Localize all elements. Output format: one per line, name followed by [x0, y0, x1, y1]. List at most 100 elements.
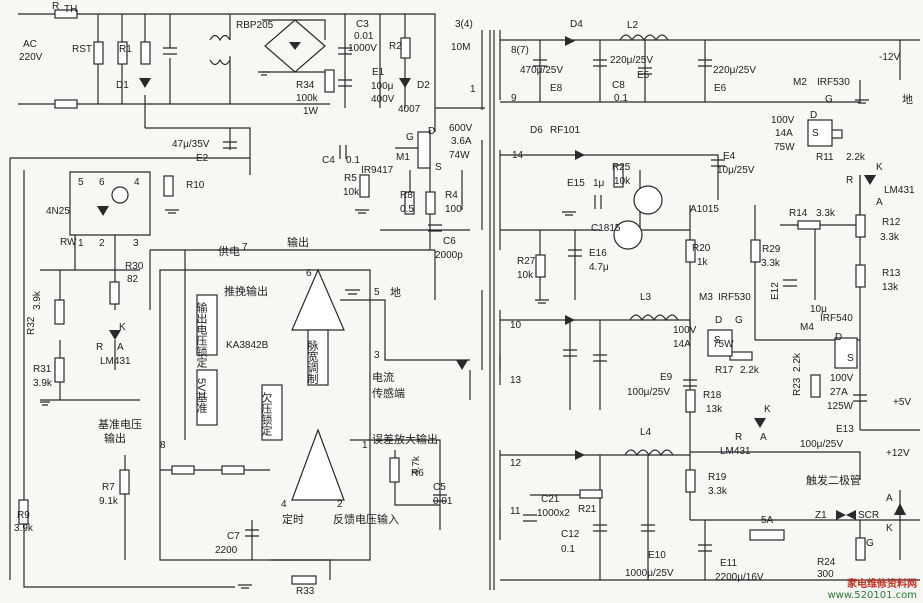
bridge-diode [289, 42, 301, 50]
diode-d4 [565, 36, 575, 46]
label-m4-d: D [835, 332, 842, 343]
label-c21: C21 [541, 494, 560, 505]
label-feedback: 反馈电压输入 [333, 512, 399, 526]
label-sense: 传感端 [372, 387, 405, 400]
label-r14-value: 3.3k [816, 208, 836, 219]
label-opto-4: 4 [134, 177, 140, 188]
label-r18-value: 13k [706, 404, 723, 415]
label-t11: 11 [510, 506, 521, 517]
watermark-url: www.520101.com [827, 590, 917, 601]
right-labels: 8(7) 9 14 10 13 12 11 D4 D6 RF101 L2 470… [510, 19, 915, 583]
label-c12: C12 [561, 529, 580, 540]
label-error-amp: 误差放大输出 [372, 432, 438, 446]
watermark-title: 家电维修资料网 [847, 579, 917, 590]
diode-d5 [565, 315, 575, 325]
label-r-m2: R [846, 175, 853, 186]
label-c7-value: 2200 [215, 545, 238, 556]
label-e8-value: 470μ/25V [520, 65, 563, 76]
resistor-r8 [404, 191, 415, 215]
resistor-r21 [579, 489, 603, 499]
label-t1: 1 [470, 84, 476, 95]
label-e9-value: 100μ/25V [627, 387, 670, 398]
label-c21-value: 1000x2 [537, 508, 570, 519]
label-c6: C6 [443, 236, 456, 247]
label-m1-part: IR9417 [361, 165, 394, 176]
label-scr: SCR [858, 510, 879, 521]
label-c5: C5 [433, 482, 446, 493]
label-pushpull: 推挽输出 [224, 284, 268, 298]
label-e13: E13 [836, 424, 854, 435]
diode-d7 [575, 450, 585, 460]
lm431-left [109, 330, 121, 340]
label-r17-value: 2.2k [740, 365, 760, 376]
mosfet-m4 [834, 337, 858, 369]
label-e1-value: 100μ [371, 81, 394, 92]
thermistor-rth [54, 9, 78, 19]
label-rbp205: RBP205 [236, 20, 274, 31]
label-c4-value: 0.1 [346, 155, 360, 166]
label-ref-voltage: 基准电压 [98, 418, 142, 431]
label-r34-watt: 1W [303, 106, 319, 117]
label-r-left: R [96, 342, 103, 353]
label-r9: R9 [17, 510, 30, 521]
label-e6: E6 [714, 83, 727, 94]
resistor-r34 [324, 69, 335, 93]
resistor-r25 [613, 164, 624, 188]
label-rth-sub: TH [64, 4, 77, 15]
label-m4: M4 [800, 322, 814, 333]
lm431-m3 [754, 418, 766, 428]
label-pin5: 5 [374, 287, 380, 298]
label-e4: E4 [723, 151, 736, 162]
resistor-r24 [855, 537, 866, 561]
resistor-ic-a [171, 465, 195, 475]
label-r6-value: 4.7k [411, 455, 422, 475]
label-lm431-left: LM431 [100, 356, 131, 367]
label-m1-g: G [406, 132, 414, 143]
left-labels: R TH AC 220V RST R1 D1 RBP205 C3 0.01 10… [19, 1, 476, 389]
transistor-c1815 [613, 220, 643, 250]
ground-symbols [40, 71, 869, 589]
label-l2: L2 [627, 20, 639, 31]
label-e15-value: 1μ [593, 178, 605, 189]
resistor-r32 [54, 299, 65, 325]
label-scr-a: A [886, 493, 893, 504]
label-e12-value: 10μ [810, 304, 827, 315]
label-c3-rating: 1000V [348, 43, 377, 54]
label-r17: R17 [715, 365, 734, 376]
label-r18: R18 [703, 390, 722, 401]
ic-block-pwm [307, 329, 329, 386]
label-e11: E11 [720, 558, 737, 569]
label-trigger-diode: 触发二极管 [806, 473, 861, 487]
label-t13: 13 [510, 375, 522, 386]
label-r19-value: 3.3k [708, 486, 728, 497]
resistor-r6 [389, 457, 400, 483]
label-l3: L3 [640, 292, 652, 303]
label-e1-rating: 400V [371, 94, 395, 105]
label-m3-g: G [735, 315, 743, 326]
label-c1815: C1815 [591, 223, 621, 234]
label-m4-current: 27A [830, 387, 848, 398]
label-r25: R25 [612, 162, 631, 173]
label-a-m3: A [760, 432, 767, 443]
label-r29: R29 [762, 244, 781, 255]
label-ac: AC [23, 39, 37, 50]
label-lm431-m2: LM431 [884, 185, 915, 196]
label-r30: R30 [125, 261, 144, 272]
label-e5: E5 [637, 70, 650, 81]
label-m2-watt: 75W [774, 142, 795, 153]
resistor-r14 [797, 220, 821, 230]
label-rf101: RF101 [550, 125, 580, 136]
resistor-rst [93, 41, 104, 65]
label-r31-value: 3.9k [33, 378, 53, 389]
label-pin1: 1 [362, 440, 368, 451]
label-m4-part: IRF540 [820, 313, 853, 324]
label-opto-6: 6 [99, 177, 105, 188]
diode-d2 [399, 78, 411, 88]
resistor-r1b [140, 41, 151, 65]
bridge-rectifier [264, 19, 326, 73]
label-r4: R4 [445, 190, 458, 201]
label-e13-value: 100μ/25V [800, 439, 843, 450]
label-lm431-m3: LM431 [720, 446, 751, 457]
label-r12: R12 [882, 217, 901, 228]
label-e10: E10 [648, 550, 666, 561]
